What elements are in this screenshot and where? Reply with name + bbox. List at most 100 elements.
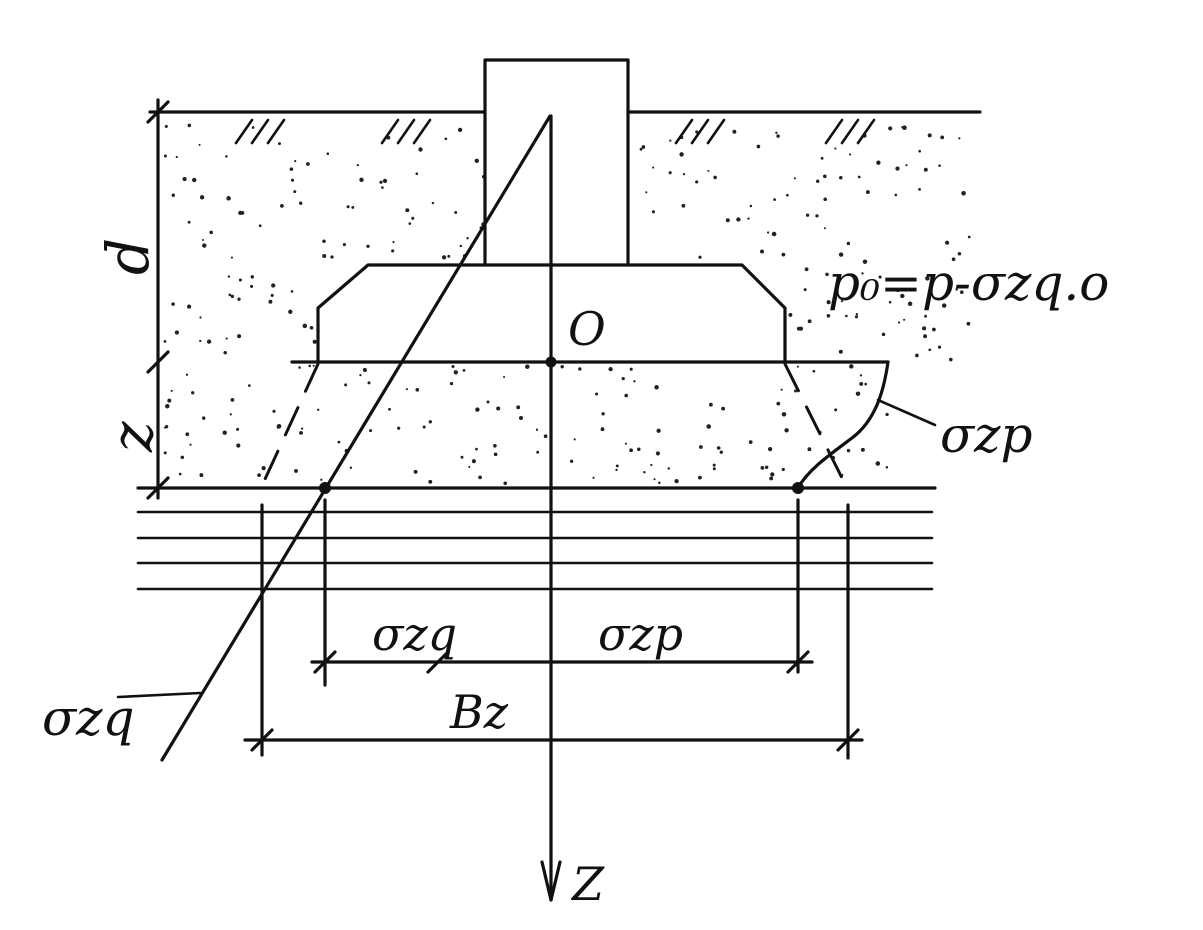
sand-dot — [838, 252, 844, 257]
sand-dot — [721, 406, 726, 411]
sand-dot — [408, 222, 412, 225]
sand-dot — [767, 446, 773, 452]
sand-dot — [807, 447, 812, 452]
sand-dot — [633, 380, 636, 383]
sand-dot — [261, 466, 266, 471]
sand-dot — [415, 172, 419, 176]
sand-dot — [929, 274, 934, 278]
sand-dot — [451, 364, 455, 369]
sand-dot — [905, 164, 908, 167]
sand-dot — [945, 240, 950, 245]
sand-dot — [312, 364, 315, 367]
sand-dot — [381, 186, 384, 189]
sand-dot — [654, 385, 659, 390]
sand-dot — [199, 195, 205, 200]
sand-dot — [454, 211, 458, 214]
sand-dot — [732, 129, 737, 134]
sand-dot — [475, 407, 480, 412]
sand-dot — [413, 469, 418, 474]
sand-dot — [369, 429, 373, 433]
sand-dot — [862, 259, 868, 264]
sand-dot — [681, 203, 686, 208]
sand-dot — [695, 180, 699, 184]
sand-dot — [600, 427, 605, 432]
sand-dot — [651, 210, 655, 214]
label-z-axis: Z — [570, 857, 605, 911]
sand-dot — [163, 340, 167, 343]
sand-dot — [918, 149, 922, 153]
sand-dot — [163, 451, 167, 455]
sand-dot — [967, 235, 971, 239]
sand-dot — [258, 224, 262, 228]
sand-dot — [322, 239, 326, 244]
sand-dot — [961, 191, 966, 196]
sand-dot — [289, 167, 294, 171]
sand-dot — [391, 249, 395, 253]
sand-dot — [447, 254, 451, 258]
sigma-zq-leader — [116, 691, 202, 699]
sand-dot — [180, 455, 185, 460]
sand-dot — [901, 126, 904, 129]
sand-dot — [902, 125, 907, 130]
sand-dot — [650, 463, 653, 467]
sand-dot — [668, 171, 672, 175]
sand-dot — [885, 412, 889, 417]
sand-dot — [569, 459, 574, 463]
sand-dot — [236, 443, 241, 448]
sand-dot — [362, 367, 367, 373]
sand-dot — [838, 349, 843, 354]
sand-dot — [276, 425, 281, 429]
sand-dot — [359, 373, 362, 377]
stress-spread-boundary-left — [258, 362, 320, 492]
clay-layer-lines — [136, 510, 934, 591]
sand-dot — [949, 357, 953, 362]
sand-dot — [344, 383, 348, 387]
sand-dot — [228, 293, 232, 297]
sand-dot — [171, 193, 175, 197]
sand-dot — [653, 478, 656, 481]
sand-dot — [543, 434, 548, 439]
sand-dot — [885, 466, 889, 469]
sand-dot — [826, 300, 831, 305]
label-sigma-zq-line: σzq — [42, 689, 134, 747]
sand-dot — [861, 272, 864, 275]
sand-dot — [823, 197, 827, 202]
sand-dot — [608, 366, 613, 372]
stress-dimension-ticks — [313, 650, 810, 674]
sand-dot — [699, 445, 703, 449]
sand-dot — [560, 364, 564, 369]
sand-dot — [766, 231, 770, 234]
sand-dot — [794, 389, 797, 393]
sand-dot — [621, 376, 625, 381]
sand-dot — [788, 312, 793, 317]
sand-dot — [658, 481, 661, 484]
sand-dot — [957, 251, 962, 256]
sand-dot — [793, 177, 796, 180]
sand-dot — [641, 145, 646, 149]
sand-dot — [418, 147, 423, 152]
sand-dot — [478, 475, 482, 480]
sand-dot — [466, 237, 469, 240]
sand-dot — [900, 293, 905, 299]
sand-dot — [781, 252, 786, 257]
sand-dot — [294, 160, 297, 163]
sand-dot — [312, 339, 317, 344]
sand-dot — [503, 481, 507, 486]
sand-dot — [238, 278, 242, 282]
sand-dot — [816, 179, 820, 183]
sand-dot — [679, 152, 684, 157]
sand-dot — [771, 231, 777, 237]
sand-dot — [725, 218, 730, 223]
sand-dot — [815, 214, 819, 218]
sand-dot — [881, 332, 886, 337]
sand-dot — [923, 167, 928, 172]
sand-dot — [894, 193, 898, 197]
sand-dot — [462, 369, 466, 372]
sand-dot — [468, 465, 471, 468]
sand-dot — [803, 288, 807, 292]
sand-dot — [475, 447, 478, 451]
sigma-zq-point — [319, 482, 331, 494]
sand-dot — [825, 272, 829, 277]
sand-dot — [756, 144, 761, 149]
sand-dot — [486, 400, 490, 404]
